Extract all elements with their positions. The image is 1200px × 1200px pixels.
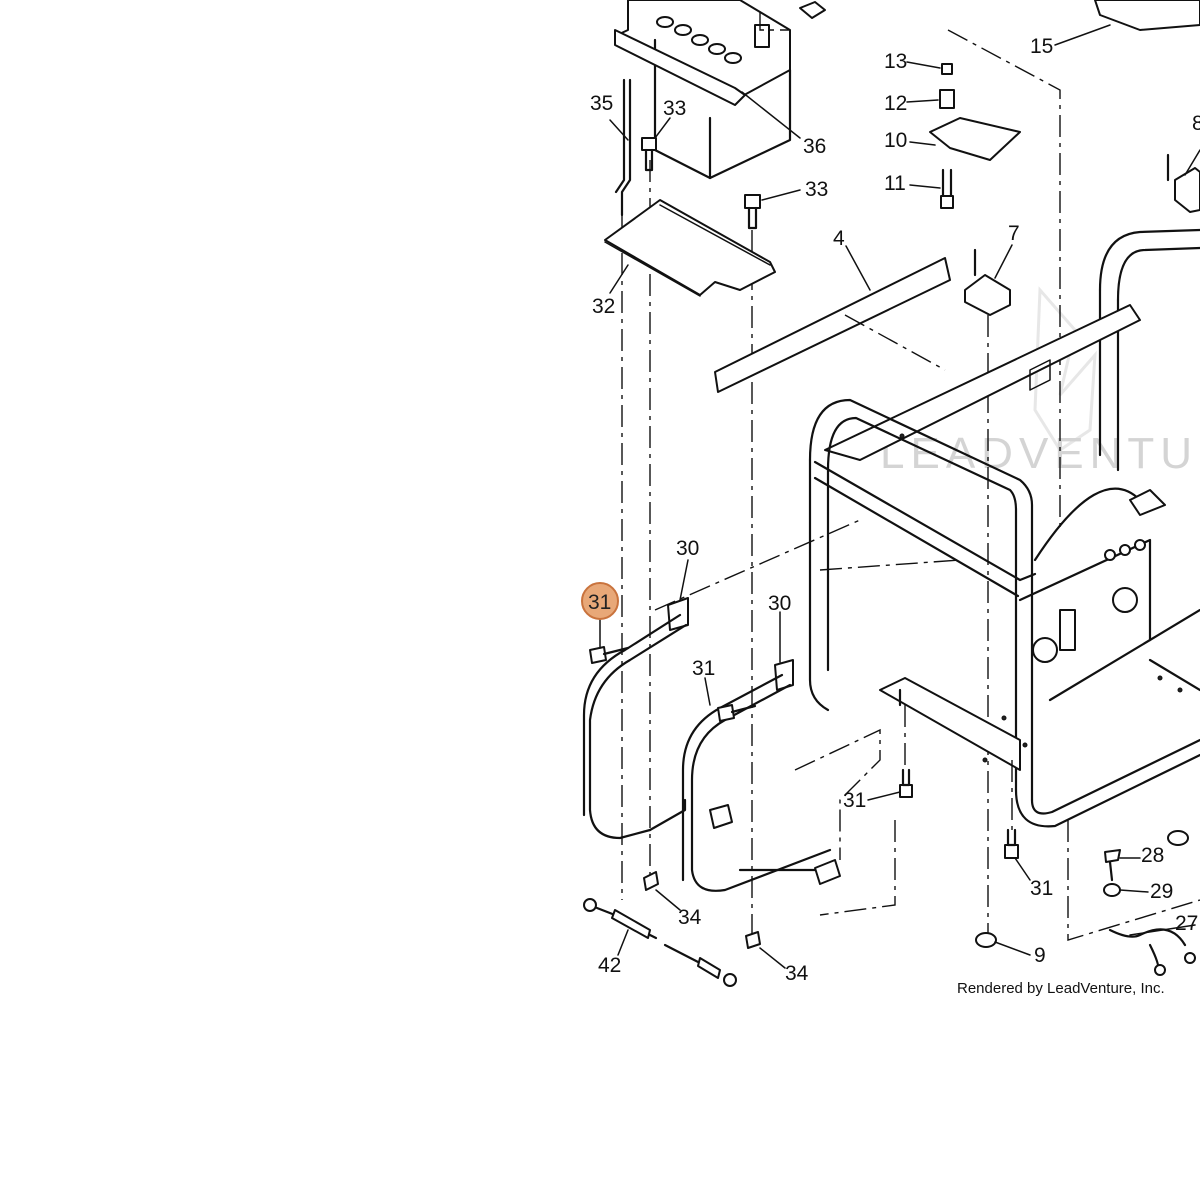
nut-34-left bbox=[643, 871, 659, 891]
top-panel bbox=[1094, 0, 1200, 31]
callout-31-handle: 31 bbox=[692, 657, 715, 680]
callout-13: 13 bbox=[884, 50, 907, 73]
screw-28 bbox=[1104, 849, 1121, 882]
rubber-foot bbox=[1167, 830, 1189, 846]
callout-34-left: 34 bbox=[678, 906, 702, 929]
support-bar bbox=[714, 257, 951, 393]
leader-lines bbox=[599, 24, 1200, 969]
handle-bracket-left bbox=[582, 597, 689, 840]
credit-text: Rendered by LeadVenture, Inc. bbox=[957, 980, 1165, 997]
mount-stack bbox=[929, 63, 1021, 209]
nut-34-right bbox=[745, 931, 761, 949]
callout-35: 35 bbox=[590, 92, 613, 115]
callout-11: 11 bbox=[884, 172, 906, 195]
terminal-bolt bbox=[799, 1, 826, 19]
bolt-31-fourth bbox=[1004, 828, 1019, 859]
callout-36: 36 bbox=[803, 135, 826, 158]
callout-labels: 15 13 12 10 11 8 7 4 35 33 33 36 32 30 3… bbox=[581, 35, 1200, 985]
rubber-mount-8 bbox=[1166, 153, 1200, 213]
callout-34-right: 34 bbox=[785, 962, 809, 985]
battery-cable-42 bbox=[583, 898, 737, 987]
hold-down-rod bbox=[614, 78, 632, 217]
callout-15: 15 bbox=[1030, 35, 1053, 58]
callout-10: 10 bbox=[884, 129, 907, 152]
bolt-31-third bbox=[899, 768, 913, 798]
rubber-mount-7 bbox=[964, 248, 1011, 316]
callout-29: 29 bbox=[1150, 880, 1173, 903]
callout-4: 4 bbox=[833, 227, 845, 250]
battery-tray bbox=[604, 199, 776, 297]
callout-31-right: 31 bbox=[1030, 877, 1053, 900]
callout-28: 28 bbox=[1141, 844, 1164, 867]
callout-32: 32 bbox=[592, 295, 615, 318]
callout-30-right: 30 bbox=[768, 592, 791, 615]
callout-8: 8 bbox=[1192, 112, 1200, 135]
callout-30-left: 30 bbox=[676, 537, 699, 560]
highlighted-callout-31[interactable]: 31 bbox=[581, 582, 619, 620]
callout-42: 42 bbox=[598, 954, 621, 977]
callout-9: 9 bbox=[1034, 944, 1046, 967]
battery bbox=[614, 0, 792, 180]
callout-33-right: 33 bbox=[805, 178, 828, 201]
highlight-circle bbox=[581, 582, 619, 620]
callout-33-top: 33 bbox=[663, 97, 686, 120]
callout-27: 27 bbox=[1175, 912, 1198, 935]
callout-7: 7 bbox=[1008, 222, 1020, 245]
main-frame bbox=[808, 228, 1200, 828]
watermark-logo bbox=[1033, 286, 1097, 453]
washer-29 bbox=[1103, 883, 1121, 897]
bolt-31-second bbox=[717, 704, 757, 722]
battery-strap bbox=[614, 29, 746, 106]
nut-9 bbox=[975, 932, 997, 948]
bolt-33-left bbox=[641, 137, 657, 172]
handle-bracket-right bbox=[681, 659, 841, 892]
callout-12: 12 bbox=[884, 92, 907, 115]
bolt-33-right bbox=[744, 194, 761, 230]
ground-wire-27 bbox=[1108, 928, 1196, 976]
callout-31-highlighted: 31 bbox=[588, 591, 611, 614]
callout-31-base: 31 bbox=[843, 789, 866, 812]
